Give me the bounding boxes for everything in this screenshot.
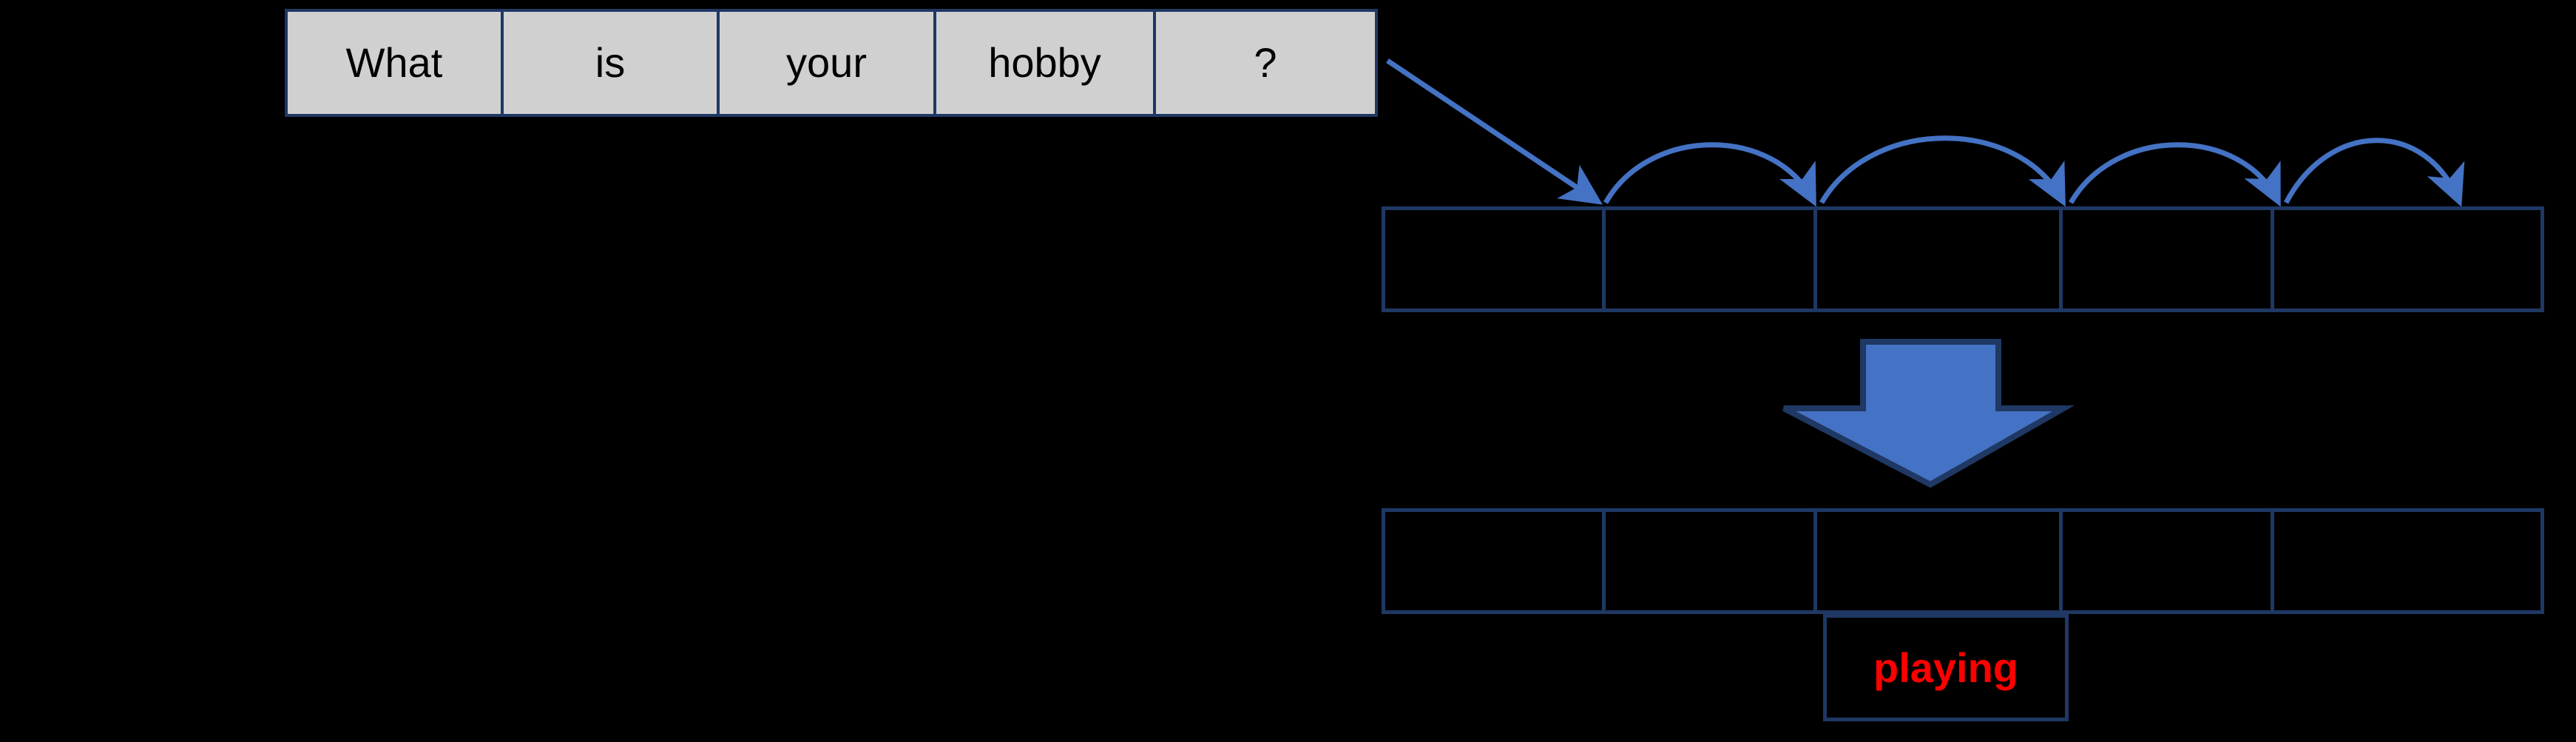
source-cell-4[interactable]: ? — [1153, 9, 1378, 117]
decoder-cell-1[interactable] — [1602, 206, 1817, 312]
decoder-cell-4[interactable] — [2271, 206, 2544, 312]
source-to-decoder-arrow — [1386, 58, 1603, 205]
decoder-cell-0[interactable] — [1382, 206, 1606, 312]
output-cell-2[interactable] — [1813, 508, 2063, 614]
decoder-cell-2[interactable] — [1813, 206, 2063, 312]
source-cell-3[interactable]: hobby — [933, 9, 1156, 117]
decoder-output-row — [1382, 508, 2544, 614]
output-cell-0[interactable] — [1382, 508, 1606, 614]
decoder-input-row — [1382, 206, 2544, 312]
hop-arc-4 — [2283, 138, 2465, 207]
decoder-cell-3[interactable] — [2059, 206, 2274, 312]
hop-arc-3 — [2068, 142, 2281, 207]
source-cell-2[interactable]: your — [717, 9, 936, 117]
source-cell-0[interactable]: What — [285, 9, 504, 117]
prediction-label: playing — [1873, 644, 2019, 691]
source-cell-label: hobby — [988, 39, 1101, 86]
hop-arc-1 — [1603, 142, 1816, 207]
source-cell-label: ? — [1254, 39, 1277, 86]
output-cell-4[interactable] — [2271, 508, 2544, 614]
hop-arc-2 — [1819, 135, 2066, 207]
source-cell-label: your — [786, 39, 867, 86]
source-cell-label: is — [595, 39, 626, 86]
output-cell-1[interactable] — [1602, 508, 1817, 614]
output-cell-3[interactable] — [2059, 508, 2274, 614]
input-token-row: What is your hobby ? — [285, 9, 1378, 117]
decoder-to-output-block-arrow — [1782, 339, 2075, 488]
source-cell-label: What — [345, 39, 443, 86]
source-cell-1[interactable]: is — [501, 9, 720, 117]
prediction-box[interactable]: playing — [1823, 614, 2069, 721]
